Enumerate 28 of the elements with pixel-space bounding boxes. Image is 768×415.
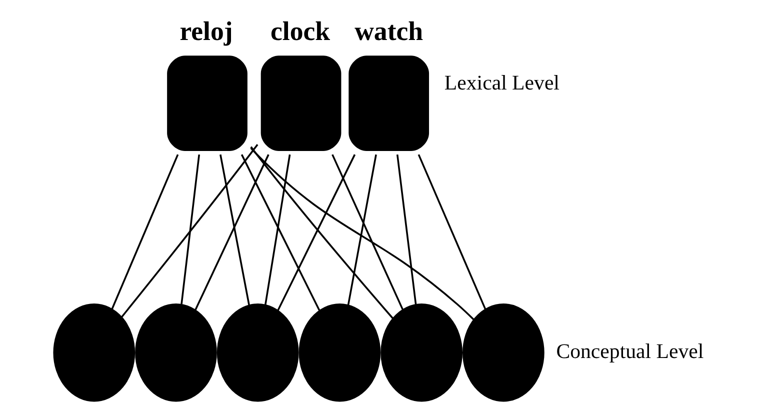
node-box xyxy=(348,56,430,151)
connector xyxy=(120,144,258,318)
node-label: clock xyxy=(270,16,330,46)
node-circle xyxy=(135,304,217,402)
node-circle xyxy=(380,304,462,402)
connector xyxy=(180,154,200,305)
connector xyxy=(240,154,320,311)
connector xyxy=(277,154,356,311)
node-circle xyxy=(462,304,544,402)
node-box xyxy=(260,56,342,151)
connector xyxy=(250,146,394,319)
node-label: watch xyxy=(354,16,424,46)
connector xyxy=(250,147,474,320)
connector xyxy=(194,154,270,310)
label: Lexical Level xyxy=(444,70,560,94)
node-label: reloj xyxy=(180,16,233,46)
connector xyxy=(347,154,377,306)
connector xyxy=(418,154,486,310)
node-circle xyxy=(53,304,136,402)
connector xyxy=(332,154,404,310)
node-circle xyxy=(298,304,381,402)
node-circle xyxy=(216,304,299,402)
connector xyxy=(396,154,417,305)
label: Conceptual Level xyxy=(556,339,704,364)
connector xyxy=(264,154,291,306)
connector xyxy=(220,154,250,306)
connector xyxy=(111,154,179,310)
node-box xyxy=(167,56,248,151)
